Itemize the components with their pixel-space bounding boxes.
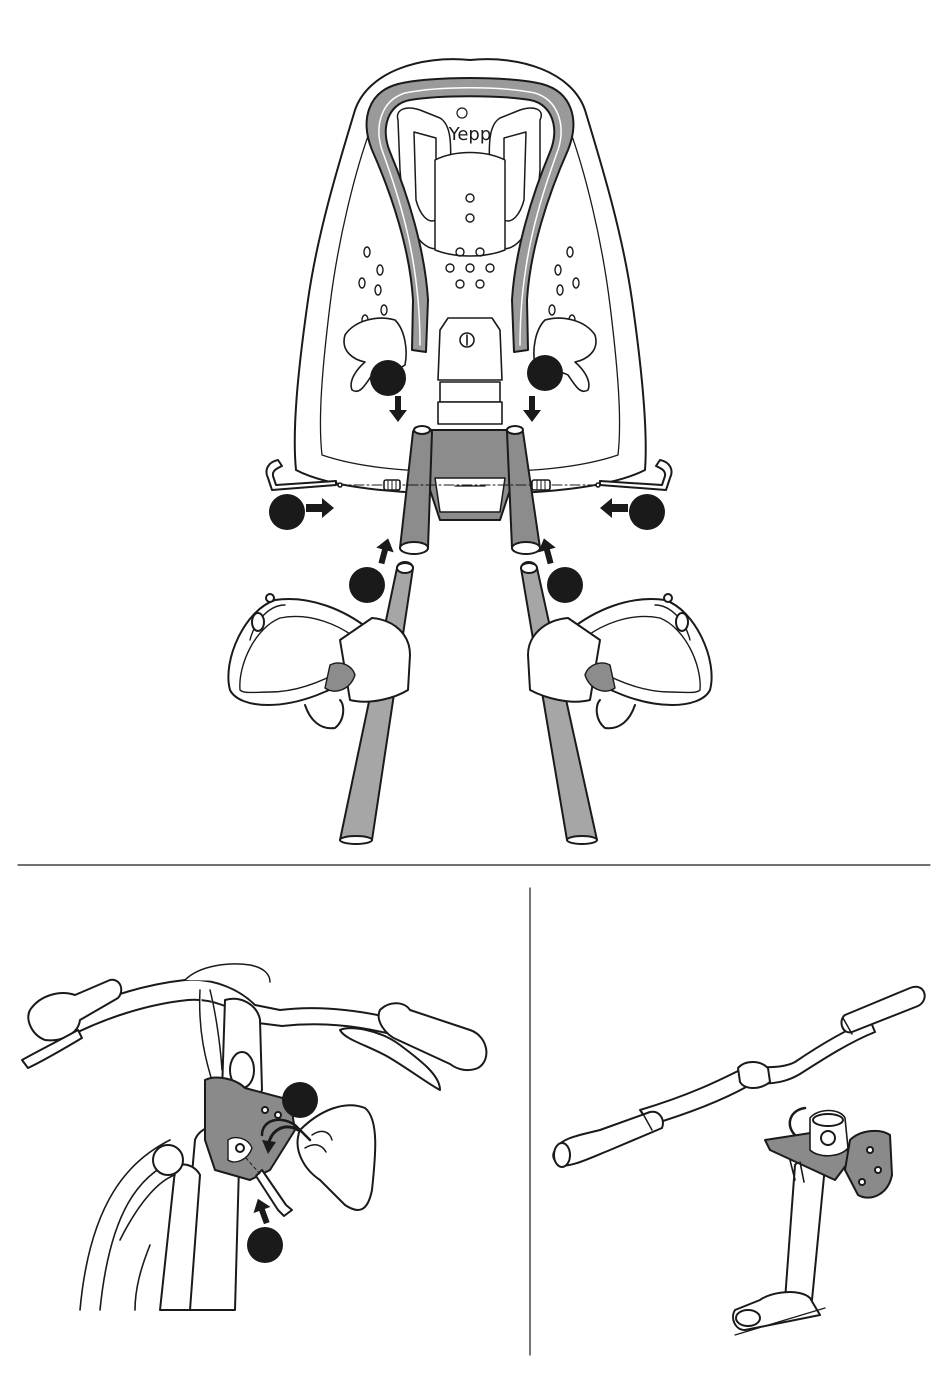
seat-fixing-block: [438, 318, 502, 424]
support-tubes: [340, 562, 597, 844]
handlebar-install-panel: [22, 964, 486, 1310]
installed-bracket: [765, 1108, 892, 1198]
seat-mounting-block: [425, 430, 515, 520]
seat-assembly-panel: Yepp: [228, 59, 711, 844]
stem-right-view: [733, 1160, 825, 1335]
handlebar-installed-panel: [553, 987, 925, 1335]
seat-logo: Yepp: [448, 124, 492, 145]
